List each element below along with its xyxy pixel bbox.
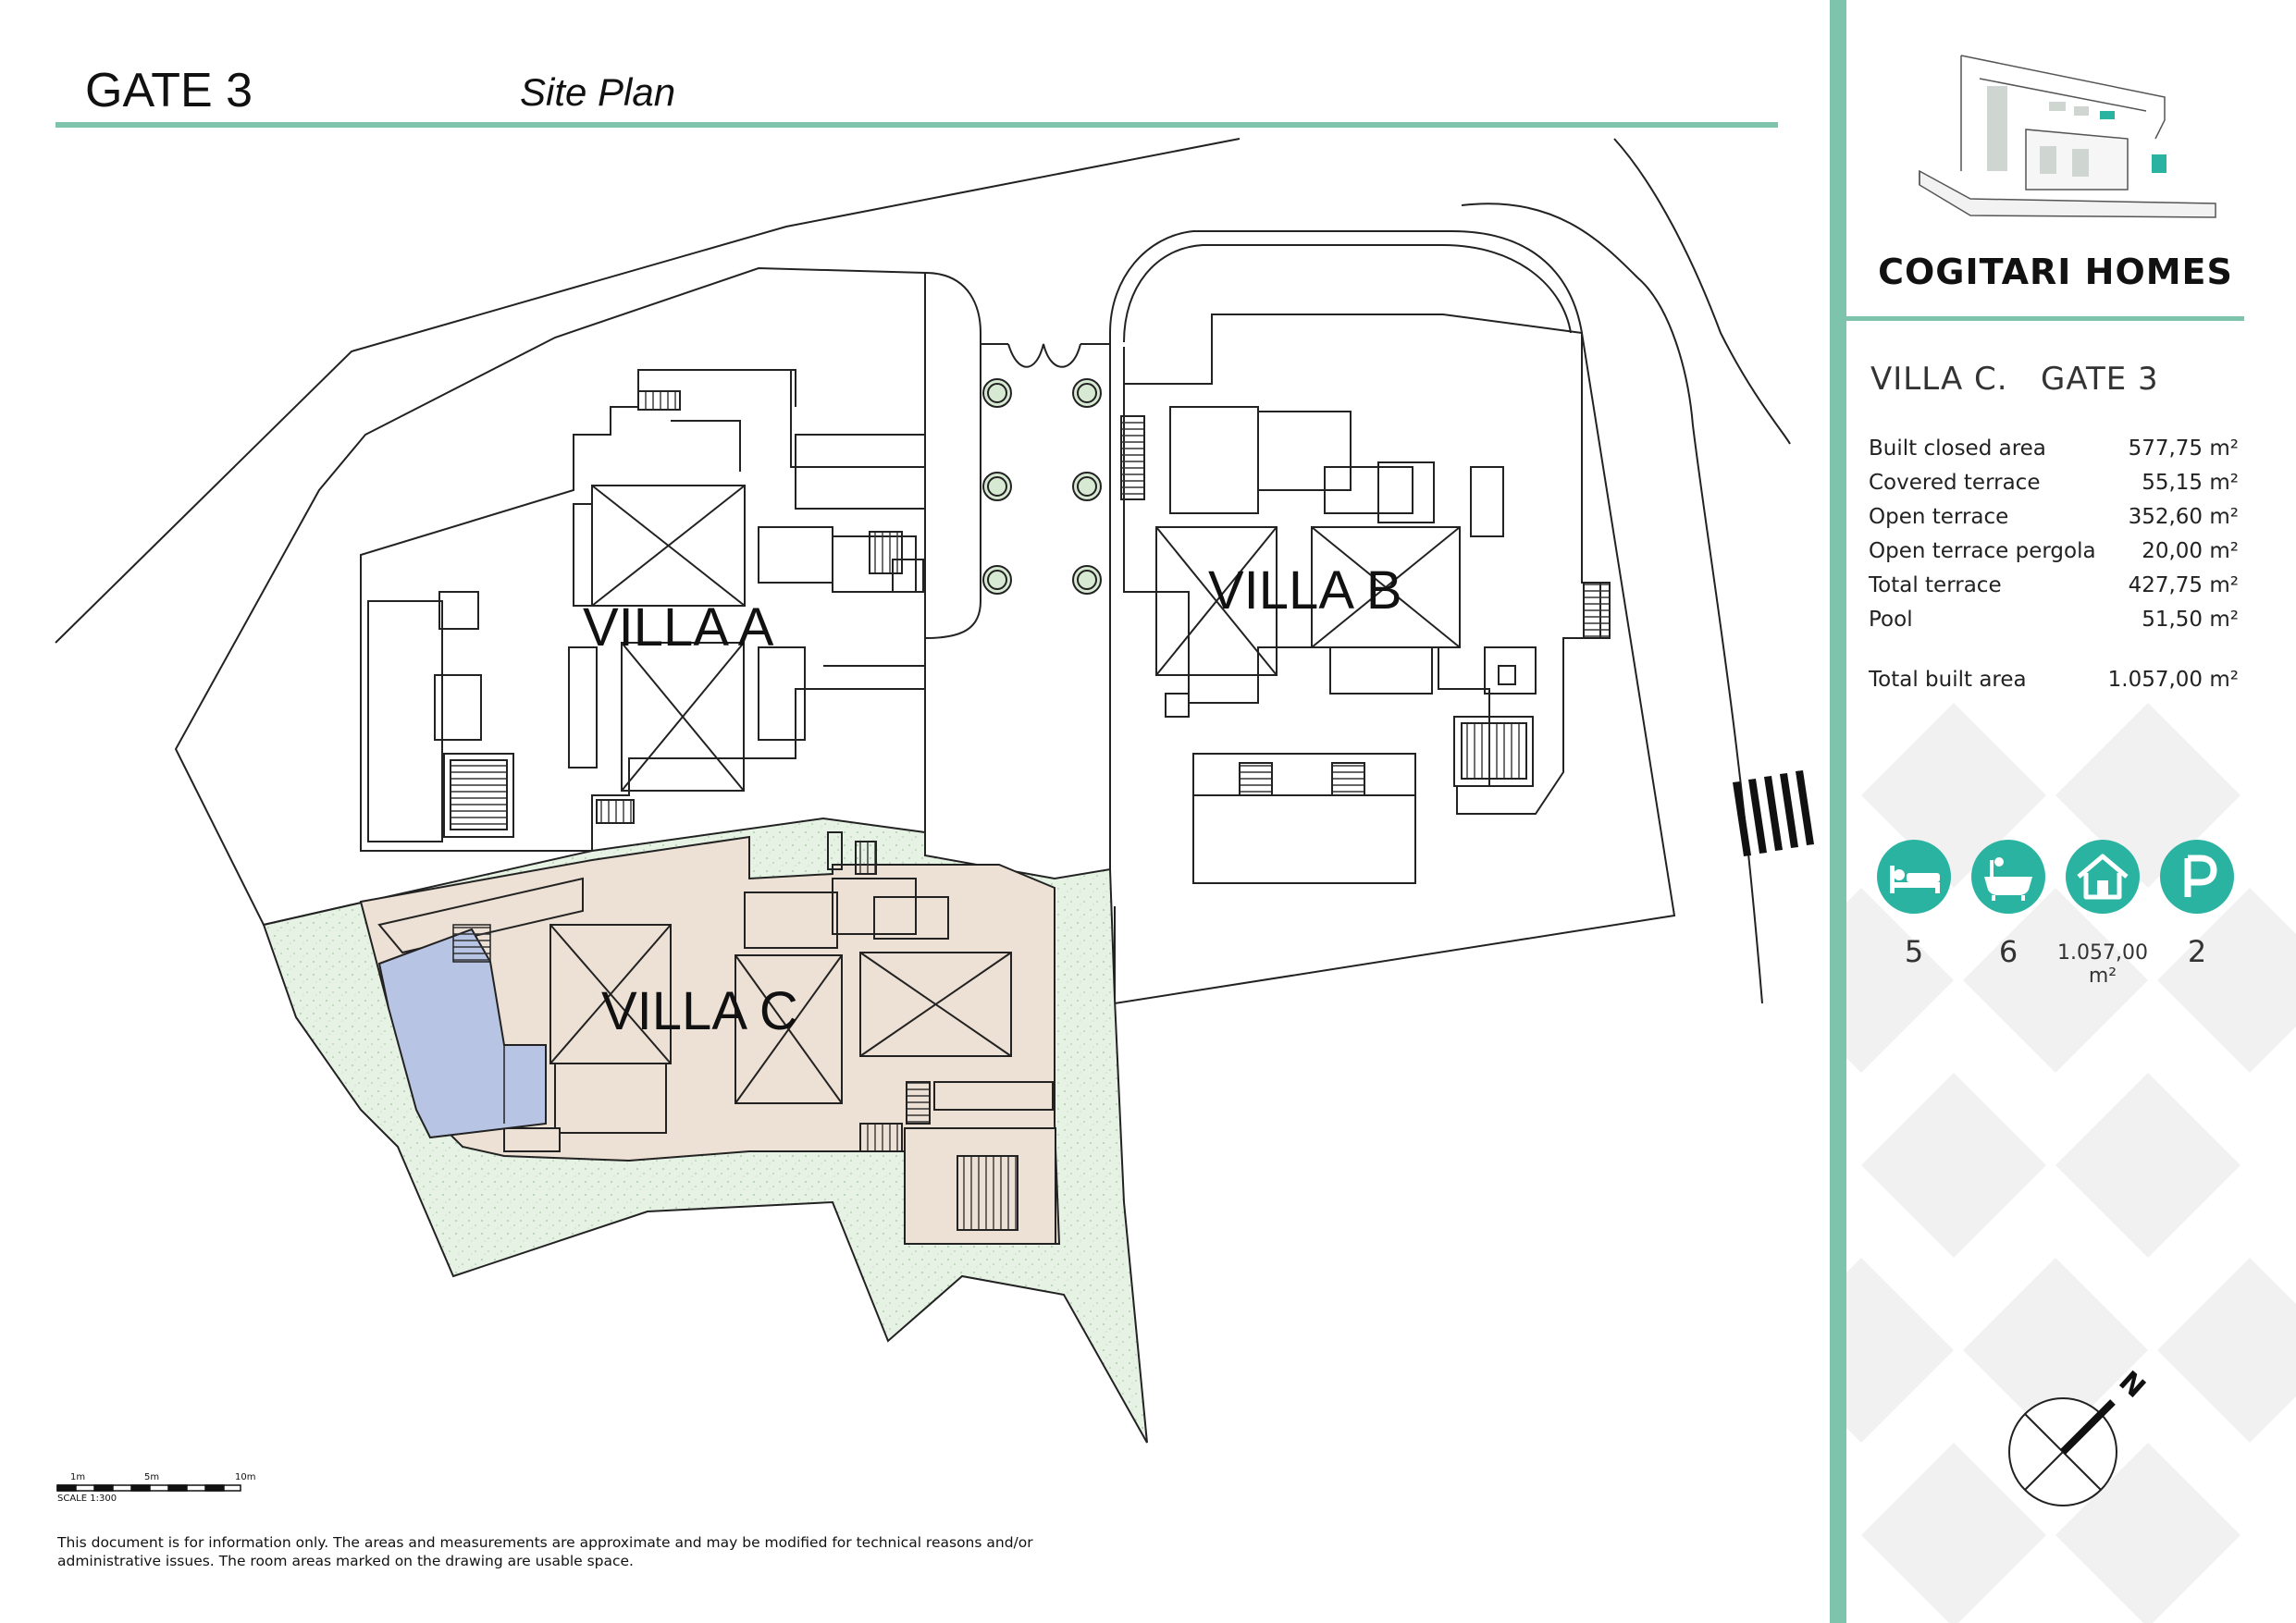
- area-row: Pool 51,50 m²: [1869, 608, 2239, 635]
- total-area-value: 1.057,00 m²: [2107, 668, 2239, 692]
- total-area-row: Total built area 1.057,00 m²: [1869, 668, 2239, 695]
- header-rule: [56, 122, 1778, 128]
- sidebar-inner-border: [1843, 0, 1846, 1623]
- boundary-line: [1461, 203, 1763, 1004]
- villa-c-building: [359, 831, 1061, 1245]
- area-value: 20,00 m²: [2142, 539, 2239, 563]
- scale-tick-1m: 1m: [70, 1472, 86, 1482]
- bathtub-icon: [1984, 857, 2032, 901]
- villa-a-building: [360, 369, 926, 852]
- sidebar-border: [1830, 0, 1843, 1623]
- parking-badge: [2160, 840, 2234, 914]
- scale-tick-5m: 5m: [144, 1472, 160, 1482]
- house-icon: [2077, 854, 2129, 900]
- area-label: Open terrace: [1869, 505, 2009, 529]
- total-area-label: Total built area: [1869, 668, 2027, 692]
- area-value: 51,50 m²: [2142, 608, 2239, 632]
- area-label: Covered terrace: [1869, 471, 2041, 495]
- disclaimer-text: This document is for information only. T…: [57, 1534, 1033, 1569]
- villa-b-label: VILLA B: [1208, 560, 1402, 621]
- area-row: Open terrace 352,60 m²: [1869, 505, 2239, 533]
- bed-icon: [1890, 866, 1940, 893]
- parking-icon: [2184, 855, 2217, 897]
- parking-stripes: [1733, 770, 1814, 856]
- bathrooms-badge: [1971, 840, 2045, 914]
- villa-heading: VILLA C. GATE 3: [1870, 361, 2159, 398]
- area-row: Open terrace pergola 20,00 m²: [1869, 539, 2239, 567]
- brand-rule: [1846, 316, 2244, 321]
- area-row: Covered terrace 55,15 m²: [1869, 471, 2239, 498]
- area-value: 55,15 m²: [2142, 471, 2239, 495]
- page-subtitle: Site Plan: [520, 70, 676, 114]
- north-arrow-compass: [2008, 1397, 2117, 1506]
- plot-villa-b: [1109, 230, 1676, 1005]
- area-label: Open terrace pergola: [1869, 539, 2096, 563]
- bathrooms-count: 6: [1998, 934, 2018, 969]
- area-value: 577,75 m²: [2128, 436, 2239, 461]
- logo-house-illustration: [1919, 55, 2216, 218]
- site-plan-drawing: [55, 138, 1814, 1492]
- area-value: 427,75 m²: [2128, 573, 2239, 597]
- scale-bar: [56, 1484, 241, 1492]
- area-label: Pool: [1869, 608, 1913, 632]
- bedrooms-badge: [1877, 840, 1951, 914]
- scale-caption: SCALE 1:300: [57, 1494, 117, 1504]
- area-row: Built closed area 577,75 m²: [1869, 436, 2239, 464]
- entrance-trees: [982, 378, 1102, 595]
- bedrooms-count: 5: [1904, 934, 1924, 969]
- area-row: Total terrace 427,75 m²: [1869, 573, 2239, 601]
- brand-name: COGITARI HOMES: [1878, 252, 2233, 292]
- area-badge: [2066, 840, 2140, 914]
- area-label: Total terrace: [1869, 573, 2002, 597]
- entrance-gate: [981, 343, 1110, 368]
- boundary-line: [1613, 138, 1791, 445]
- area-label: Built closed area: [1869, 436, 2046, 461]
- villa-c-label: VILLA C: [601, 981, 798, 1041]
- built-area-value: 1.057,00 m²: [2057, 941, 2148, 988]
- area-value: 352,60 m²: [2128, 505, 2239, 529]
- boundary-line: [55, 138, 1241, 644]
- villa-b-building: [1120, 314, 1611, 884]
- scale-tick-10m: 10m: [235, 1472, 256, 1482]
- villa-a-label: VILLA A: [583, 597, 774, 658]
- page-title: GATE 3: [85, 64, 253, 117]
- pool-steps: [452, 924, 491, 963]
- parking-count: 2: [2187, 934, 2207, 969]
